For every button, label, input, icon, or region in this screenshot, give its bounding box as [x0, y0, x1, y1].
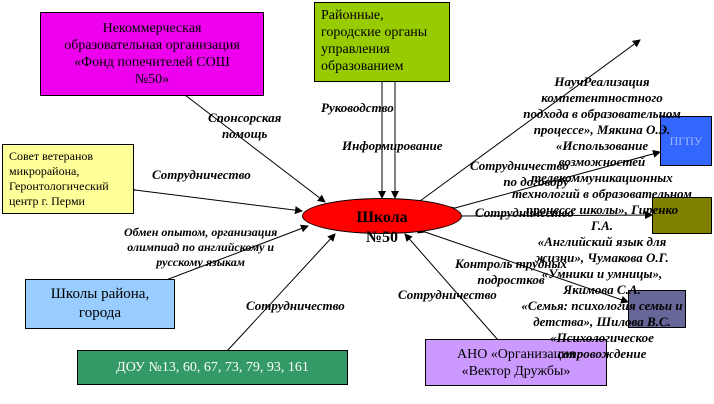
label-overlap-text: НаучРеализация компетентностного подхода… [512, 74, 692, 361]
label-control: Контроль трудных подростков [455, 256, 568, 287]
node-district: Районные, городские органы управления об… [314, 2, 450, 82]
node-dou-text: ДОУ №13, 60, 67, 73, 79, 93, 161 [116, 359, 309, 375]
node-purple-text: ПГУ [645, 303, 669, 315]
label-sponsor: Спонсорская помощь [208, 110, 282, 141]
arrow-school-purple [417, 225, 629, 304]
node-blue-text: ПГПУ [669, 133, 703, 148]
arrow-school-olive [454, 211, 653, 221]
node-purple: ПГУ [628, 290, 686, 328]
label-coop-contract: Сотрудничество по договору [470, 158, 569, 189]
node-ano-text: АНО «Организация «Вектор Дружбы» [456, 346, 576, 379]
label-coop-ano: Сотрудничество [398, 287, 497, 302]
arrow-fund-school [177, 87, 326, 203]
node-schools: Школы района, города [25, 279, 175, 329]
label-informing: Информирование [342, 138, 443, 153]
label-coop-veterans: Сотрудничество [152, 167, 251, 182]
node-fund: Некоммерческая образовательная организац… [40, 12, 264, 96]
node-ano: АНО «Организация «Вектор Дружбы» [425, 339, 607, 386]
node-olive-text: ПГГПУ [663, 209, 701, 222]
label-coop-contract2: Сотрудничество [475, 205, 574, 220]
label-coop-dou: Сотрудничество [246, 298, 345, 313]
node-blue: ПГПУ [660, 116, 712, 166]
arrow-veterans-school [127, 185, 303, 215]
node-school-text: Школа №50 [356, 209, 408, 246]
node-schools-text: Школы района, города [50, 286, 150, 321]
node-veterans-text: Совет ветеранов микрорайона, Геронтологи… [9, 149, 109, 208]
node-dou: ДОУ №13, 60, 67, 73, 79, 93, 161 [77, 350, 348, 385]
arrow-school-blue [447, 149, 661, 214]
node-veterans: Совет ветеранов микрорайона, Геронтологи… [2, 144, 134, 214]
label-exchange: Обмен опытом, организация олимпиад по ан… [124, 225, 278, 269]
node-fund-text: Некоммерческая образовательная организац… [64, 21, 240, 87]
node-olive: ПГГПУ [652, 197, 712, 234]
arrow-dou-school [220, 233, 336, 358]
node-district-text: Районные, городские органы управления об… [321, 8, 428, 74]
node-school [302, 198, 462, 234]
label-leadership: Руководство [321, 100, 394, 115]
